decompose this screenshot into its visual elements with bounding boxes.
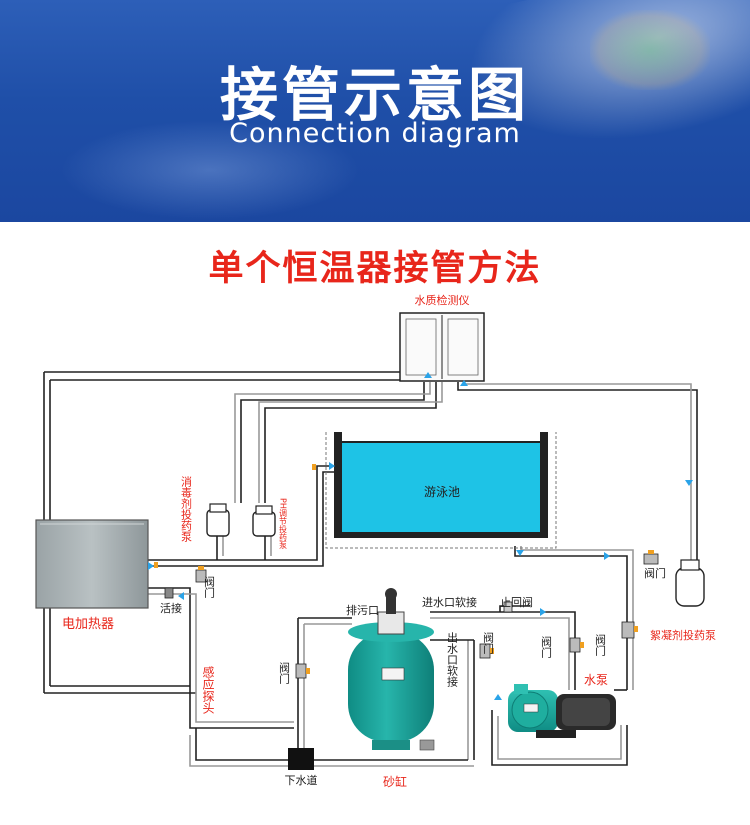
electric-heater [36,520,148,608]
label-valve-4: 阀门 [540,635,553,659]
label-sensor-probe: 感应探头 [201,665,215,714]
label-water-tester: 水质检测仪 [415,293,470,307]
ph-dosing-pump [253,506,275,536]
label-union: 活接 [160,602,182,615]
flow-arrow [540,608,546,616]
label-disinfectant-pump: 消毒剂投药泵 [180,475,193,542]
label-check-valve: 止回阀 [500,595,533,609]
disinfectant-dosing-pump [207,504,229,536]
label-inlet-union: 进水口软接 [422,595,477,609]
flow-arrow [516,550,524,556]
flow-marker [154,562,158,568]
label-pump: 水泵 [584,673,608,687]
union-fitting [165,588,173,598]
label-flocculant-pump: 絮凝剂投药泵 [650,628,716,642]
flow-arrow [604,552,610,560]
flow-marker [312,464,316,470]
label-sand-filter: 砂缸 [383,774,407,789]
water-quality-tester [400,313,484,381]
flow-arrow [148,562,154,570]
label-sewer: 下水道 [285,773,318,787]
sewer-drain [288,748,314,770]
label-drain-port: 排污口 [346,603,379,617]
water-pump [508,684,616,738]
label-valve-2: 阀门 [278,661,291,685]
label-outlet-union: 出水口软接 [446,631,459,688]
valve-flocculant [644,550,658,564]
valve-pool-return [622,622,638,638]
valve-drain [296,664,310,678]
label-valve-3: 阀门 [482,631,495,655]
label-valve-6: 阀门 [644,566,666,580]
label-valve-1: 阀门 [203,575,216,599]
flocculant-dosing-pump [676,560,704,606]
label-pool: 游泳池 [424,485,460,499]
flow-arrow [494,694,502,700]
label-valve-5: 阀门 [594,633,607,657]
label-heater: 电加热器 [62,617,114,632]
valve-pump-inlet [570,638,584,652]
label-ph-pump: PH调节投药泵 [279,498,288,549]
